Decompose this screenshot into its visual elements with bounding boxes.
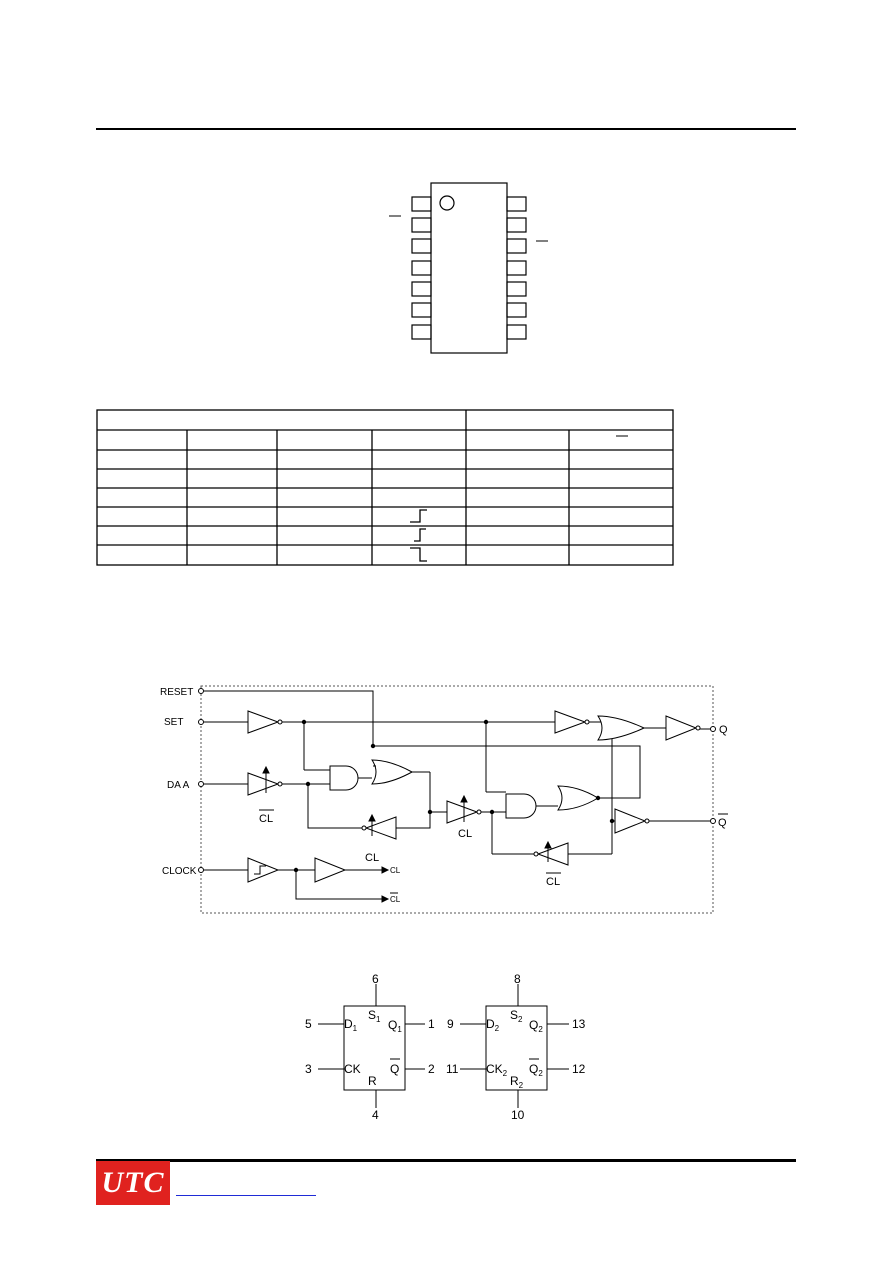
- svg-text:D1: D1: [344, 1017, 358, 1033]
- reset-label: RESET: [160, 687, 193, 698]
- ff2-qbar-label: Q: [529, 1062, 538, 1076]
- ff1-pin-q: 1: [428, 1017, 435, 1031]
- ff1-pin-top: 6: [372, 972, 379, 986]
- data-label: DA A: [167, 780, 190, 791]
- ff2-ck-sub: 2: [503, 1069, 508, 1078]
- ff2-q-label: Q: [529, 1018, 538, 1032]
- ff1-r-label: R: [368, 1074, 377, 1088]
- ff1-q-sub: 1: [397, 1025, 402, 1034]
- ff2-pin-bottom: 10: [511, 1108, 525, 1122]
- ff2-pin-d: 9: [447, 1017, 454, 1031]
- ff1-pin-d: 5: [305, 1017, 312, 1031]
- ff2-q-sub: 2: [538, 1025, 543, 1034]
- ff1-q-label: Q: [388, 1018, 397, 1032]
- logic-symbol: 6 4 5 3 1 2 S1 D1 Q1 CK Q R 8 10 9 11 13…: [305, 972, 586, 1122]
- svg-text:S1: S1: [368, 1008, 381, 1024]
- svg-text:Q2: Q2: [529, 1018, 543, 1034]
- ff2-pin-top: 8: [514, 972, 521, 986]
- ff1-d-sub: 1: [353, 1024, 358, 1033]
- ff2-qbar-sub: 2: [538, 1069, 543, 1078]
- logic-diagram: RESET SET DA A CLOCK: [160, 685, 728, 914]
- clock-label: CLOCK: [162, 866, 197, 877]
- ff2-pin-qbar: 12: [572, 1062, 586, 1076]
- ff2-ck-label: CK: [486, 1062, 503, 1076]
- ff2-pin-q: 13: [572, 1017, 586, 1031]
- q-output-label: Q: [719, 724, 728, 736]
- ff1-pin-ck: 3: [305, 1062, 312, 1076]
- svg-text:Q1: Q1: [388, 1018, 402, 1034]
- ff2-pin-ck: 11: [446, 1062, 459, 1076]
- ff1-d-label: D: [344, 1017, 353, 1031]
- ff2-s-sub: 2: [518, 1015, 523, 1024]
- website-link-underline[interactable]: [176, 1195, 316, 1196]
- ff1-ck-label: CK: [344, 1062, 361, 1076]
- cl-clock-label: CL: [390, 866, 401, 875]
- set-label: SET: [164, 717, 183, 728]
- cl-label-2: CL: [458, 828, 472, 840]
- svg-text:Q2: Q2: [529, 1062, 543, 1078]
- ff2-s-label: S: [510, 1008, 518, 1022]
- ff1-s-sub: 1: [376, 1015, 381, 1024]
- ff2-d-sub: 2: [495, 1024, 500, 1033]
- ff1-pin-bottom: 4: [372, 1108, 379, 1122]
- ff1-s-label: S: [368, 1008, 376, 1022]
- ff2-r-sub: 2: [519, 1081, 524, 1090]
- svg-text:S2: S2: [510, 1008, 523, 1024]
- ff1-pin-qbar: 2: [428, 1062, 435, 1076]
- ff1-qbar-label: Q: [390, 1062, 399, 1076]
- q-bar-output-label: Q: [718, 817, 727, 829]
- clock-edge-symbols: [410, 509, 427, 562]
- ff2-d-label: D: [486, 1017, 495, 1031]
- function-table: [96, 409, 674, 566]
- utc-logo: UTC: [96, 1161, 170, 1205]
- cl-bar-clock-label: CL: [390, 895, 401, 904]
- cl-label-1: CL: [365, 852, 379, 864]
- ff2-r-label: R: [510, 1074, 519, 1088]
- footer-rule: [96, 1159, 796, 1162]
- svg-text:D2: D2: [486, 1017, 500, 1033]
- svg-text:CK2: CK2: [486, 1062, 508, 1078]
- package-pinout: [389, 182, 548, 354]
- header-rule: [96, 128, 796, 130]
- svg-text:R2: R2: [510, 1074, 524, 1090]
- logo-text: UTC: [101, 1166, 165, 1199]
- cl-bar-label-2: CL: [546, 876, 560, 888]
- cl-bar-label-1: CL: [259, 813, 273, 825]
